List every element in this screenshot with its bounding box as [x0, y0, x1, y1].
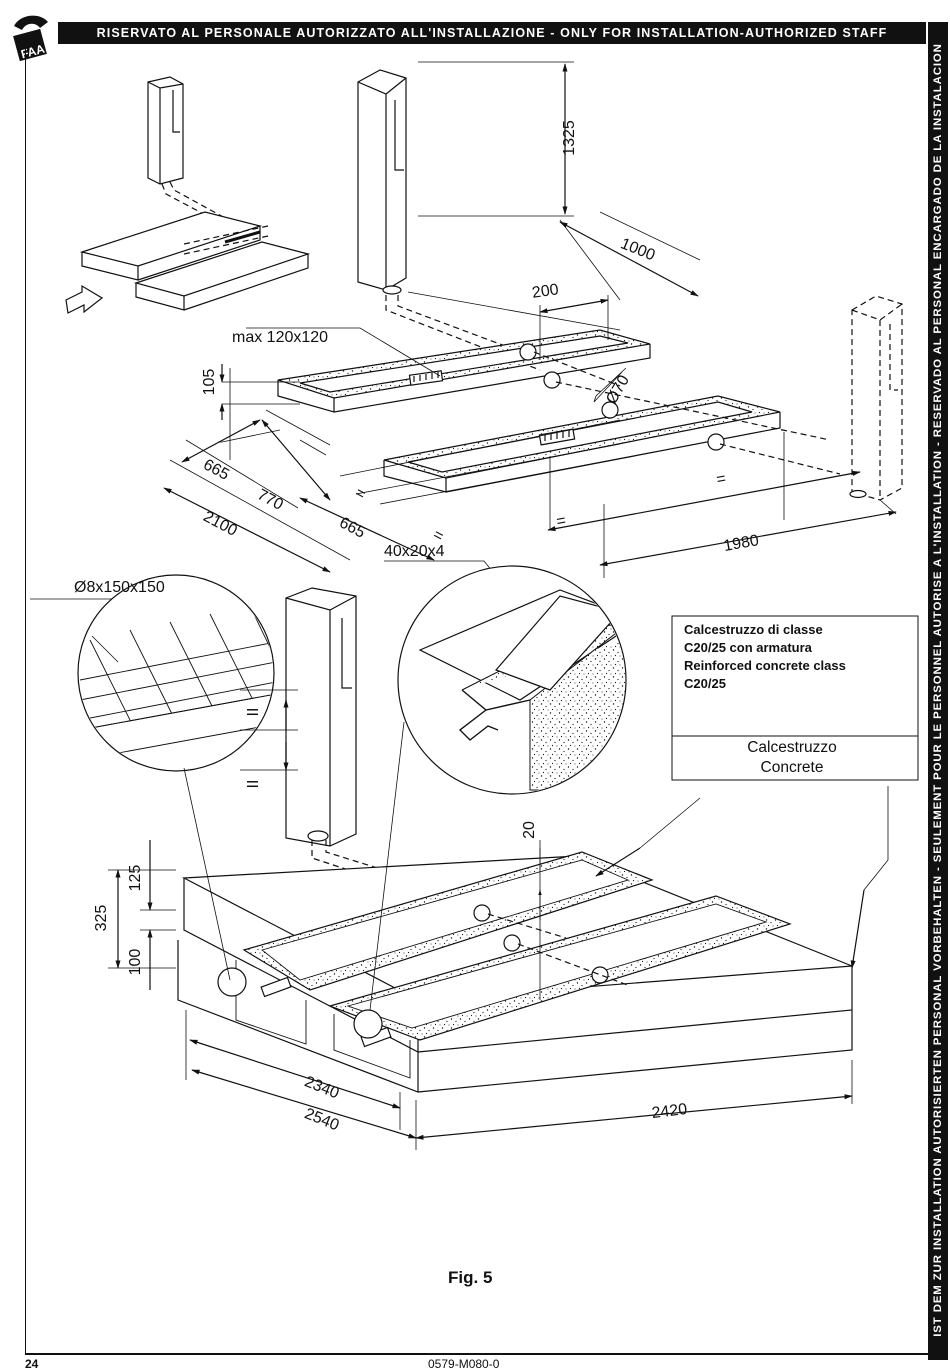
- dim-20: 20: [521, 821, 538, 839]
- page-frame-bottom: [25, 1353, 928, 1355]
- legend-plain-line-1: Calcestruzzo: [747, 739, 837, 756]
- dim-max-opening: max 120x120: [232, 329, 328, 346]
- column-dashed: [851, 295, 903, 501]
- brand-logo: FAA: [13, 15, 48, 62]
- dim-1000: 1000: [618, 235, 657, 264]
- svg-text:FAA: FAA: [19, 42, 46, 62]
- dim-105: 105: [201, 369, 218, 396]
- page-frame-left: [25, 44, 26, 1354]
- dim-325: 325: [93, 905, 110, 932]
- dim-profile: 40x20x4: [384, 543, 445, 560]
- trench-slab-upper-right: [383, 395, 781, 493]
- equal-mark-3: =: [555, 512, 567, 530]
- legend-reinforced-line-2: C20/25 con armatura: [684, 640, 813, 655]
- header-text: RISERVATO AL PERSONALE AUTORIZZATO ALL'I…: [96, 26, 888, 40]
- concrete-foundation: [177, 851, 853, 1093]
- trench-slab-upper-left: [277, 329, 651, 413]
- equal-mark-1: =: [352, 484, 368, 503]
- document-code: 0579-M080-0: [428, 1357, 500, 1371]
- dim-2100: 2100: [200, 508, 239, 540]
- column-base: [285, 587, 481, 911]
- direction-arrow: [65, 284, 104, 314]
- dim-125: 125: [127, 865, 144, 892]
- equal-mark-4: =: [715, 470, 727, 488]
- parallel-mark-1: II: [245, 708, 262, 717]
- column-top: [357, 69, 549, 371]
- small-slab-pair: [79, 211, 311, 311]
- sidebar-banner: [928, 22, 948, 1360]
- legend-reinforced-line-1: Calcestruzzo di classe: [684, 622, 823, 637]
- dim-665-b: 665: [336, 514, 368, 542]
- legend-reinforced-line-4: C20/25: [684, 676, 726, 691]
- small-column-sketch: [147, 76, 237, 229]
- dim-2420: 2420: [651, 1101, 689, 1122]
- dim-mesh: Ø8x150x150: [74, 579, 165, 596]
- profile-detail-circle: [384, 560, 627, 795]
- dim-diameter-70: Ø70: [603, 372, 633, 407]
- legend-box: [671, 615, 919, 781]
- dim-1325: 1325: [561, 120, 578, 156]
- legend-reinforced-line-3: Reinforced concrete class: [684, 658, 846, 673]
- legend-plain-line-2: Concrete: [761, 759, 824, 776]
- dim-2540: 2540: [302, 1105, 341, 1134]
- dim-100: 100: [127, 949, 144, 976]
- parallel-mark-2: II: [245, 780, 262, 789]
- dim-200: 200: [531, 281, 560, 302]
- mesh-detail-circle: [30, 574, 275, 772]
- dim-2340: 2340: [302, 1073, 341, 1102]
- dim-1980: 1980: [722, 532, 760, 555]
- header-banner: RISERVATO AL PERSONALE AUTORIZZATO ALL'I…: [58, 22, 926, 44]
- page-number: 24: [25, 1357, 39, 1371]
- figure-caption: Fig. 5: [448, 1268, 493, 1287]
